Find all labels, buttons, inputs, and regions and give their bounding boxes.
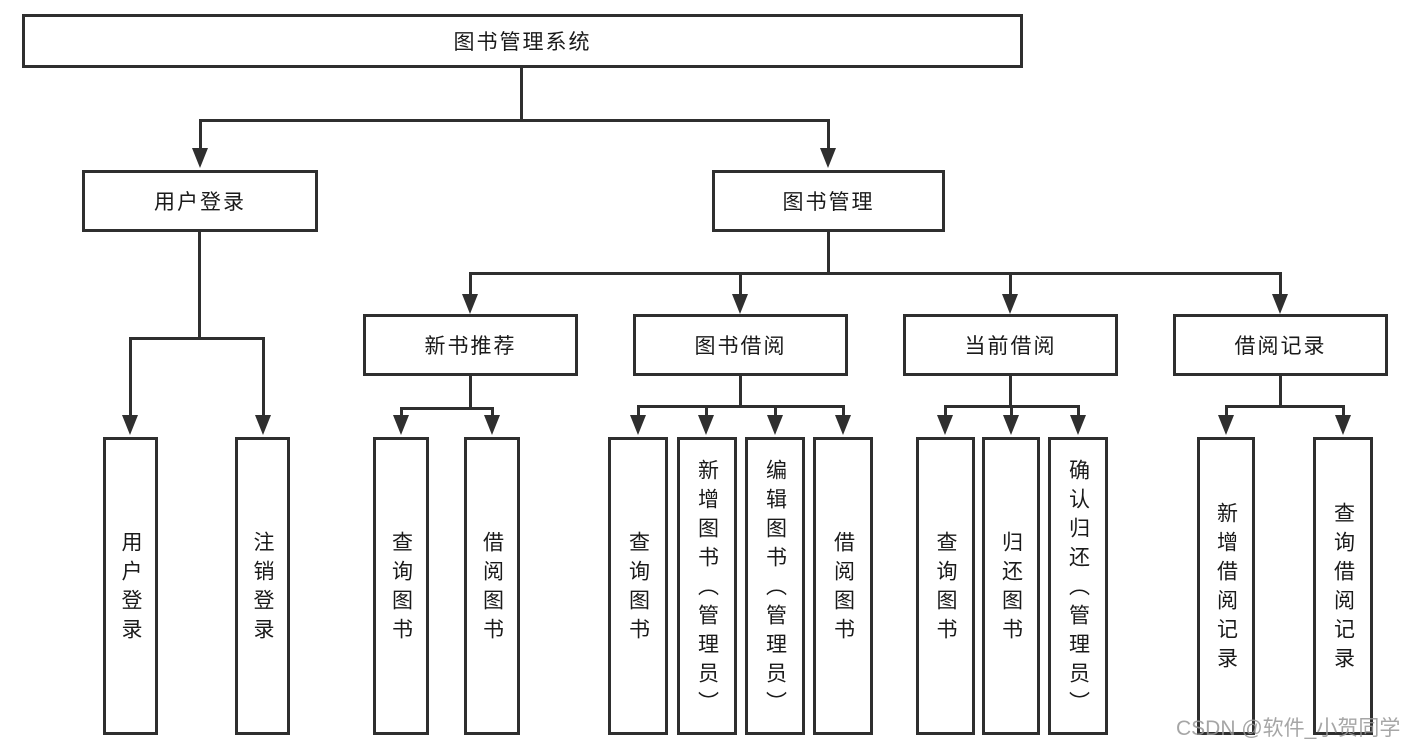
leaf-add-borrow-record: 新增借阅记录 [1197, 437, 1255, 735]
arrow-to-user-login [192, 148, 208, 168]
arrow-current-child-3 [1070, 415, 1086, 435]
leaf-user-login: 用户登录 [103, 437, 158, 735]
arrow-borrow-child-4 [835, 415, 851, 435]
node-book-borrow: 图书借阅 [633, 314, 848, 376]
connector-borrow-horizontal [637, 405, 845, 408]
connector-root-vertical [520, 68, 523, 121]
leaf-query-book-current: 查询图书 [916, 437, 975, 735]
connector-book-mgmt-horizontal [469, 272, 1282, 275]
node-book-management: 图书管理 [712, 170, 945, 232]
connector-recommend-horizontal [400, 407, 494, 410]
arrow-recommend-child-1 [393, 415, 409, 435]
node-current-borrow: 当前借阅 [903, 314, 1118, 376]
connector-user-login-stub-1 [129, 337, 132, 415]
connector-user-login-stub-2 [262, 337, 265, 415]
connector-borrow-vertical [739, 376, 742, 405]
connector-recommend-stub-1 [400, 407, 403, 417]
connector-current-stub-2 [1010, 405, 1013, 417]
node-library-management-system: 图书管理系统 [22, 14, 1023, 68]
arrow-current-child-2 [1003, 415, 1019, 435]
leaf-return-book: 归还图书 [982, 437, 1040, 735]
connector-book-mgmt-stub-4 [1279, 272, 1282, 296]
leaf-confirm-return-admin: 确认归还（管理员） [1048, 437, 1108, 735]
leaf-edit-book-admin: 编辑图书（管理员） [745, 437, 805, 735]
node-user-login: 用户登录 [82, 170, 318, 232]
node-borrow-records: 借阅记录 [1173, 314, 1388, 376]
connector-root-horizontal [199, 119, 830, 122]
arrow-records-child-1 [1218, 415, 1234, 435]
leaf-query-book-borrow: 查询图书 [608, 437, 668, 735]
arrow-borrow-child-1 [630, 415, 646, 435]
leaf-query-book-recommend: 查询图书 [373, 437, 429, 735]
leaf-borrow-book: 借阅图书 [813, 437, 873, 735]
connector-borrow-stub-4 [842, 405, 845, 417]
arrow-recommend-child-2 [484, 415, 500, 435]
connector-user-login-horizontal [129, 337, 265, 340]
connector-records-horizontal [1225, 405, 1345, 408]
arrow-to-leaf-user-login [122, 415, 138, 435]
arrow-current-child-1 [937, 415, 953, 435]
connector-borrow-stub-1 [637, 405, 640, 417]
connector-root-stub-left [199, 119, 202, 152]
connector-borrow-stub-3 [774, 405, 777, 417]
connector-current-stub-3 [1077, 405, 1080, 417]
connector-book-mgmt-stub-2 [739, 272, 742, 296]
arrow-to-book-borrow [732, 294, 748, 314]
leaf-query-borrow-record: 查询借阅记录 [1313, 437, 1373, 735]
node-new-book-recommend: 新书推荐 [363, 314, 578, 376]
connector-book-mgmt-stub-3 [1009, 272, 1012, 296]
connector-book-mgmt-stub-1 [469, 272, 472, 296]
connector-recommend-stub-2 [491, 407, 494, 417]
connector-records-stub-1 [1225, 405, 1228, 417]
arrow-to-current-borrow [1002, 294, 1018, 314]
connector-records-vertical [1279, 376, 1282, 405]
connector-borrow-stub-2 [705, 405, 708, 417]
arrow-to-leaf-logout [255, 415, 271, 435]
arrow-to-borrow-records [1272, 294, 1288, 314]
arrow-records-child-2 [1335, 415, 1351, 435]
connector-recommend-vertical [469, 376, 472, 407]
arrow-borrow-child-2 [698, 415, 714, 435]
connector-records-stub-2 [1342, 405, 1345, 417]
arrow-to-new-book-recommend [462, 294, 478, 314]
arrow-borrow-child-3 [767, 415, 783, 435]
leaf-logout: 注销登录 [235, 437, 290, 735]
connector-user-login-vertical [198, 232, 201, 337]
watermark: CSDN @软件_小贺同学 [1176, 717, 1401, 740]
arrow-to-book-management [820, 148, 836, 168]
leaf-borrow-book-recommend: 借阅图书 [464, 437, 520, 735]
connector-current-vertical [1009, 376, 1012, 405]
leaf-add-book-admin: 新增图书（管理员） [677, 437, 737, 735]
connector-current-stub-1 [944, 405, 947, 417]
connector-book-mgmt-vertical [827, 232, 830, 272]
connector-root-stub-right [827, 119, 830, 152]
